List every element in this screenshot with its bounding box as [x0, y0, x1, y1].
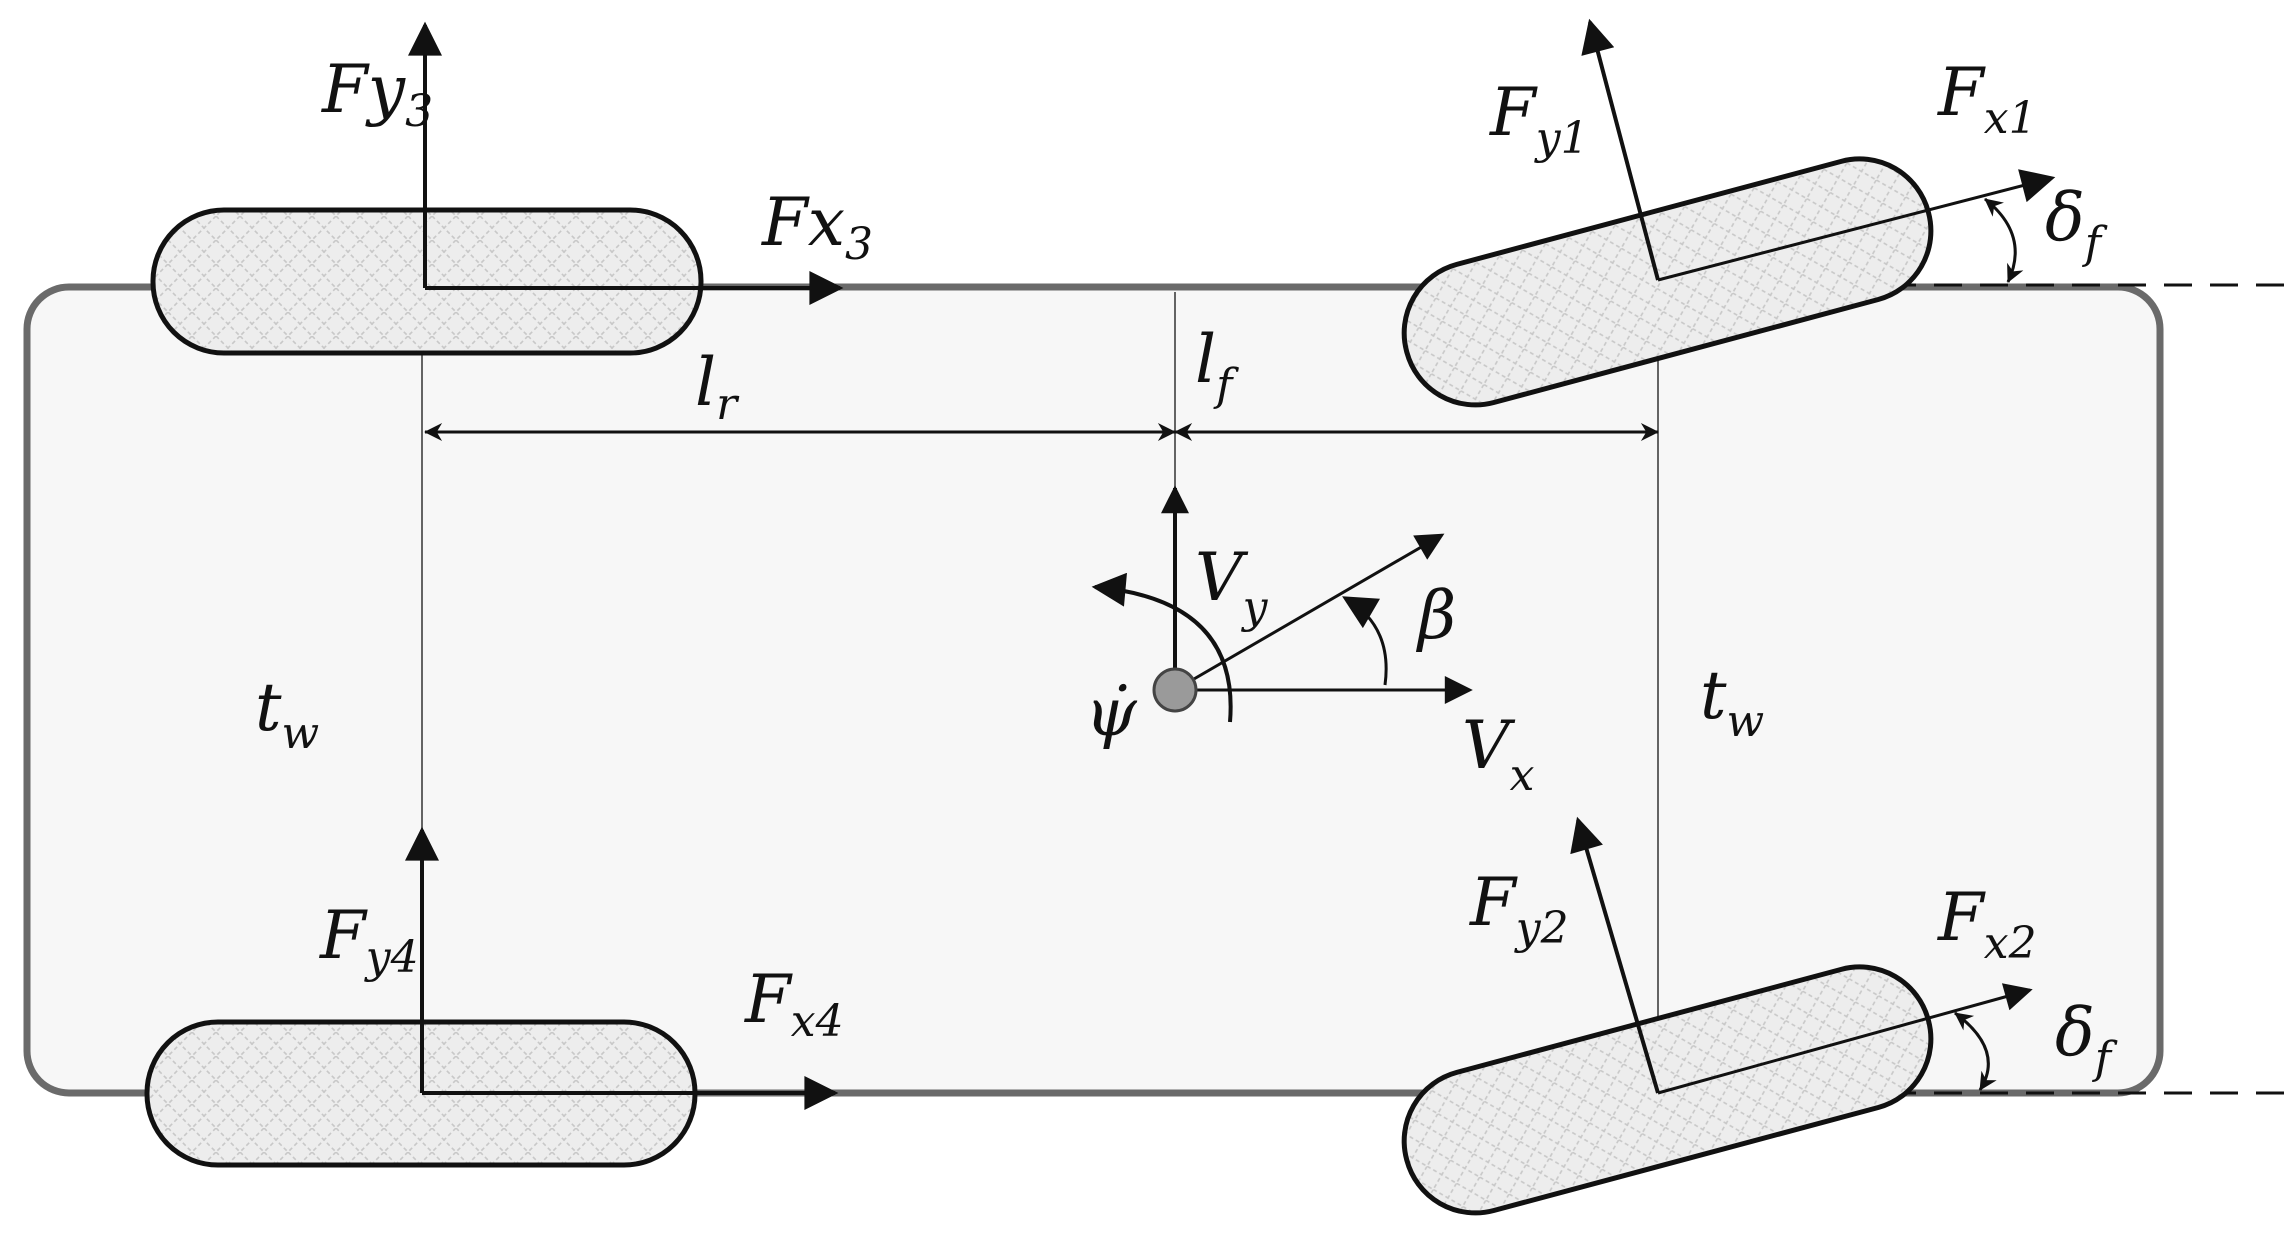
label-delta-f-top: δf	[2045, 179, 2108, 269]
steer-angle-arc-top	[1984, 197, 2024, 283]
label-fx1: Fx1	[1937, 54, 2037, 144]
velocity-vector-arrow	[1174, 533, 1445, 692]
tire-front-left	[1401, 156, 1934, 408]
label-fy3: Fy3	[321, 51, 433, 137]
label-lr: lr	[695, 344, 740, 430]
force-fx1-arrow	[1657, 169, 2056, 282]
label-fy4: Fy4	[319, 897, 419, 983]
label-vy: Vy	[1195, 539, 1269, 633]
force-fx2-arrow	[1657, 983, 2033, 1095]
label-vx: Vx	[1462, 707, 1535, 801]
label-fx3: Fx3	[761, 184, 873, 270]
label-fy2: Fy2	[1469, 864, 1569, 954]
label-fx2: Fx2	[1937, 879, 2037, 969]
vehicle-body	[23, 283, 2164, 1097]
label-beta: β	[1415, 577, 1456, 654]
yaw-rate-arc	[1091, 572, 1233, 723]
label-psi-dot: ψ̇	[1085, 674, 1138, 751]
beta-angle-arc	[1342, 596, 1388, 686]
label-fy1: Fy1	[1489, 74, 1589, 164]
label-fx4: Fx4	[744, 961, 844, 1047]
label-tw-left: tw	[255, 669, 319, 759]
force-fy1-arrow	[1581, 18, 1660, 281]
steer-angle-arc-bottom	[1954, 1011, 1997, 1091]
force-fy2-arrow	[1570, 816, 1660, 1094]
center-of-gravity	[1152, 667, 1198, 713]
label-tw-right: tw	[1700, 657, 1764, 747]
